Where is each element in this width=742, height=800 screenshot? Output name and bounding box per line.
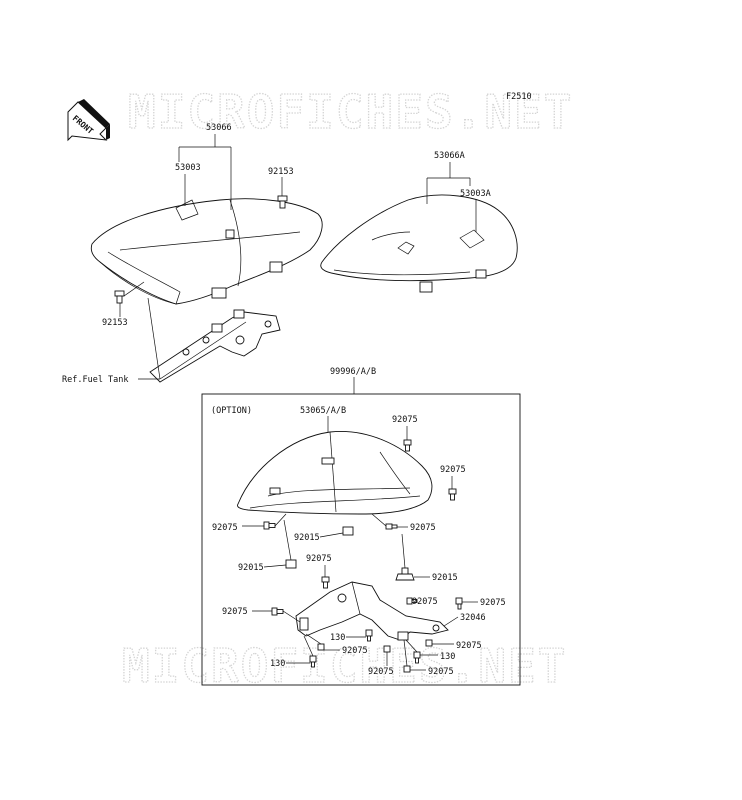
label-53066A: 53066A <box>434 151 465 161</box>
label-53065: 53065/A/B <box>300 406 346 416</box>
front-arrow-icon: FRONT <box>67 99 110 142</box>
label-92153-top: 92153 <box>268 167 294 177</box>
bolt-130-b-icon <box>309 655 317 668</box>
label-92075-j: 92075 <box>456 641 482 651</box>
bolt-130-a-icon <box>365 629 373 642</box>
label-92075-k: 92075 <box>368 667 394 677</box>
label-130-a: 130 <box>330 633 345 643</box>
rider-seat <box>90 198 323 305</box>
label-92075-h: 92075 <box>480 598 506 608</box>
label-92075-f: 92075 <box>222 607 248 617</box>
label-130-c: 130 <box>440 652 455 662</box>
bolt-92075-c-icon <box>263 521 276 530</box>
bolt-92075-g-icon <box>406 597 418 605</box>
label-99996: 99996/A/B <box>330 367 376 377</box>
bolt-92075-l-icon <box>403 665 411 673</box>
label-92075-i: 92075 <box>342 646 368 656</box>
label-53003: 53003 <box>175 163 201 173</box>
bolt-92075-a-icon <box>403 439 412 452</box>
watermark-bottom: MICROFICHES.NET <box>122 639 567 693</box>
label-92075-c: 92075 <box>212 523 238 533</box>
label-92015-c: 92015 <box>432 573 458 583</box>
label-53066: 53066 <box>206 123 232 133</box>
label-130-b: 130 <box>270 659 285 669</box>
watermark-top: MICROFICHES.NET <box>128 85 573 139</box>
bolt-92153-left-icon <box>114 290 125 304</box>
bolt-92153-top-icon <box>277 195 288 209</box>
bolt-92075-i-icon <box>317 643 325 651</box>
bolt-92075-b-icon <box>448 488 457 501</box>
option-label: (OPTION) <box>211 406 252 416</box>
bolt-92075-d-icon <box>385 523 398 530</box>
label-92015-b: 92015 <box>238 563 264 573</box>
bolt-92075-e-icon <box>321 576 330 589</box>
cowl-bracket <box>295 581 449 641</box>
label-92075-b: 92075 <box>440 465 466 475</box>
label-92075-a: 92075 <box>392 415 418 425</box>
label-92075-d: 92075 <box>410 523 436 533</box>
bolt-92075-f-icon <box>271 607 284 616</box>
rider-seat-bracket <box>149 309 281 383</box>
bolt-92075-j-icon <box>425 639 433 647</box>
figure-code: F2510 <box>506 92 532 102</box>
ref-fuel-tank-label: Ref.Fuel Tank <box>62 375 129 385</box>
label-92153-left: 92153 <box>102 318 128 328</box>
clip-92015-c-icon <box>395 567 415 581</box>
label-92075-g: 92075 <box>412 597 438 607</box>
clip-92015-b-icon <box>285 559 297 569</box>
bolt-92075-h-icon <box>455 597 463 610</box>
label-92075-e: 92075 <box>306 554 332 564</box>
label-53003A: 53003A <box>460 189 491 199</box>
label-92075-l: 92075 <box>428 667 454 677</box>
bolt-92075-k-icon <box>383 645 391 653</box>
pillion-seat <box>320 194 518 293</box>
label-32046: 32046 <box>460 613 486 623</box>
seat-cowl <box>237 430 433 515</box>
option-box <box>201 393 521 686</box>
clip-92015-a-icon <box>342 526 354 536</box>
label-92015-a: 92015 <box>294 533 320 543</box>
